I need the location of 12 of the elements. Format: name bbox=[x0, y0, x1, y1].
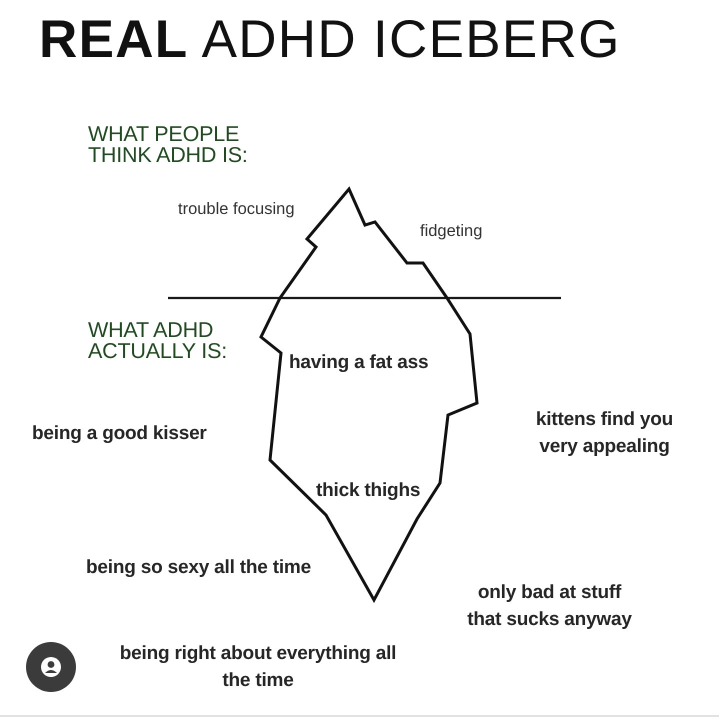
title: REAL ADHD ICEBERG bbox=[39, 11, 621, 70]
iceberg-caption: only bad at stuff that sucks anyway bbox=[467, 581, 632, 632]
section-heading: WHAT PEOPLE THINK ADHD IS: bbox=[88, 124, 249, 166]
iceberg-text: having a fat ass bbox=[289, 351, 428, 375]
iceberg-caption: being right about everything all the time bbox=[118, 642, 398, 693]
iceberg-caption: fidgeting bbox=[420, 222, 482, 241]
iceberg-text: thick thighs bbox=[316, 479, 420, 503]
iceberg-caption: being a good kisser bbox=[32, 422, 207, 446]
section-heading: WHAT ADHD ACTUALLY IS: bbox=[88, 320, 228, 362]
iceberg-caption: trouble focusing bbox=[178, 200, 294, 219]
iceberg-caption: kittens find you very appealing bbox=[534, 408, 674, 459]
iceberg-caption: being so sexy all the time bbox=[86, 556, 311, 580]
